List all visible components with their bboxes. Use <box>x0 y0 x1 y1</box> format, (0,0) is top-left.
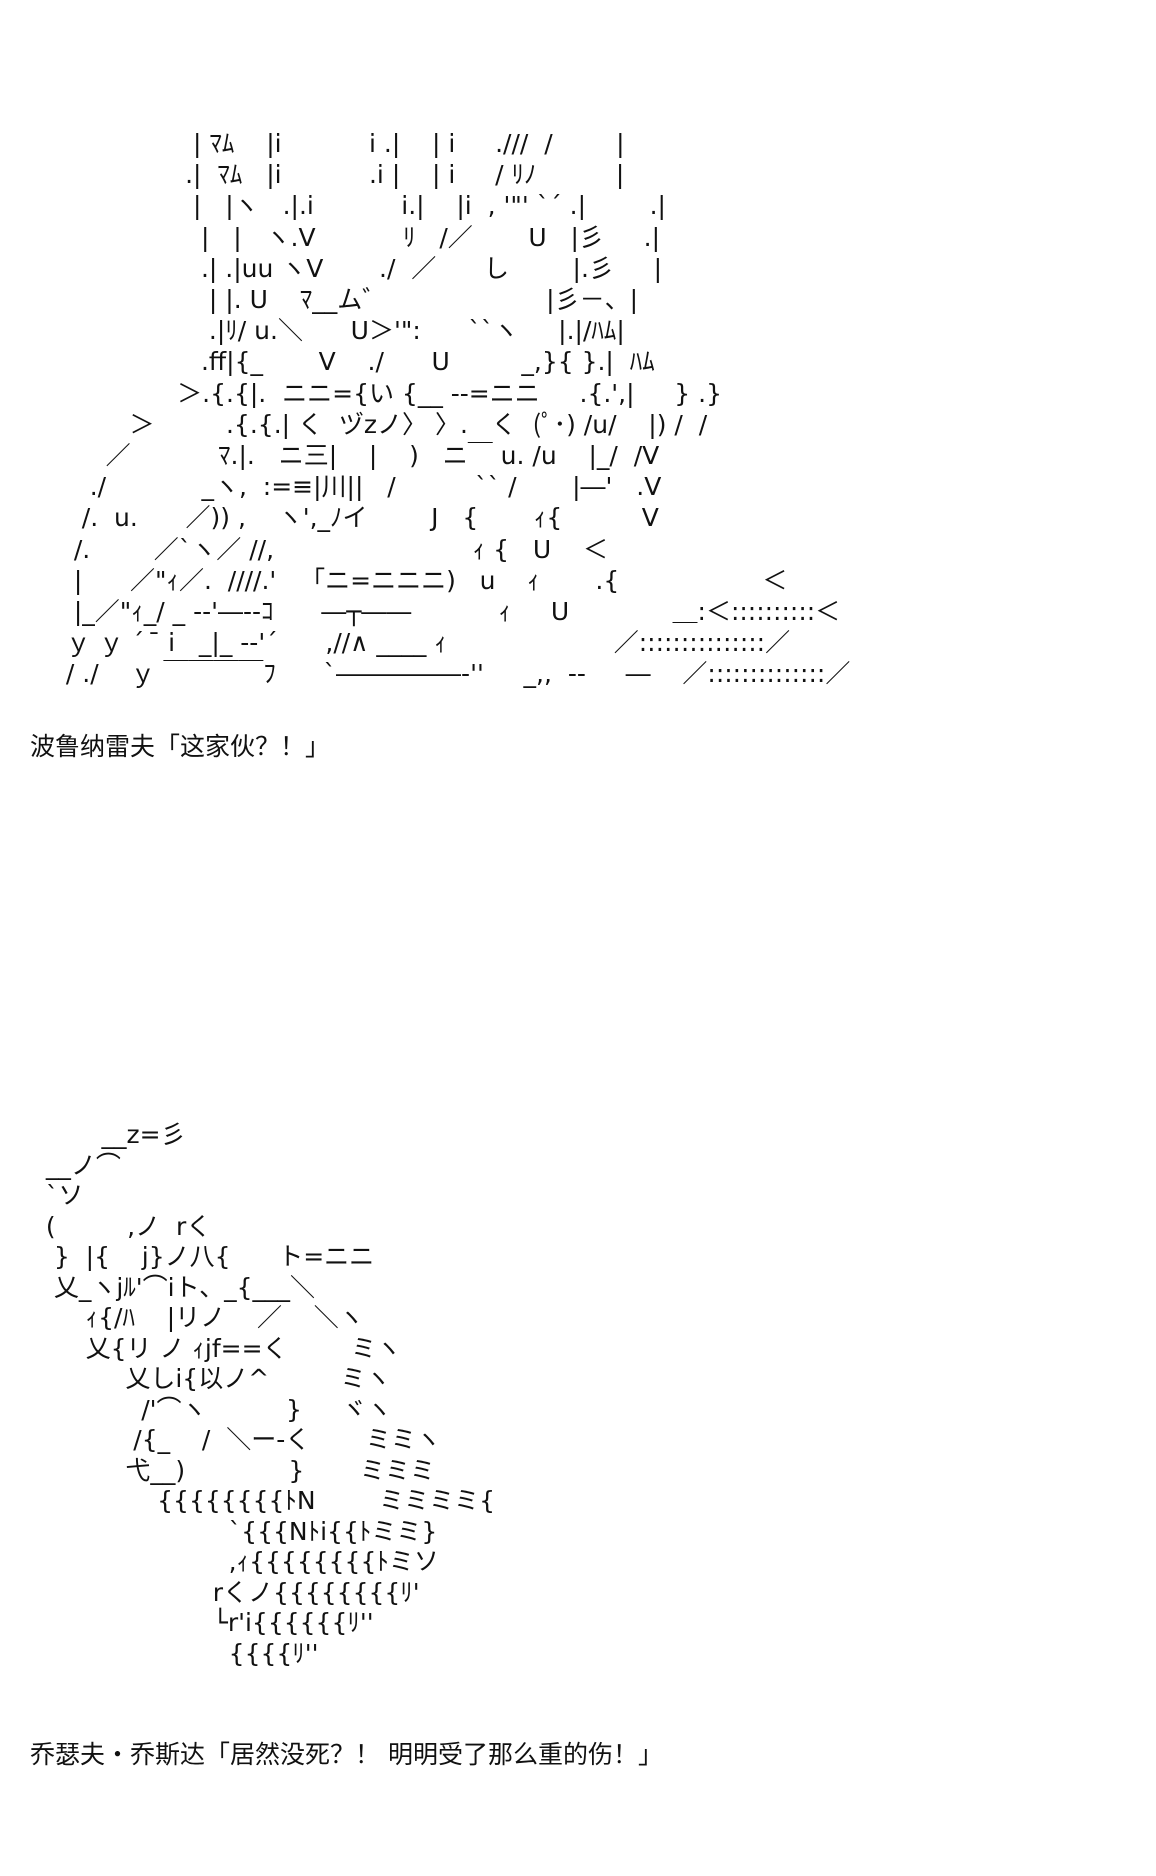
ascii-art-joseph: __z=彡 __ノ⌒ `ソ ( ,ノ rく } |{ j}ノ八{ ト=ニニ 乂_… <box>45 1120 496 1668</box>
caption-joseph-line: 乔瑟夫・乔斯达「居然没死？！ 明明受了那么重的伤！」 <box>30 1740 663 1769</box>
ascii-art-polnareff: | ﾏﾑ |i i .| | i ./// / | .| ﾏﾑ |i .i | … <box>65 129 851 689</box>
caption-polnareff-line: 波鲁纳雷夫「这家伙？！」 <box>30 732 331 761</box>
